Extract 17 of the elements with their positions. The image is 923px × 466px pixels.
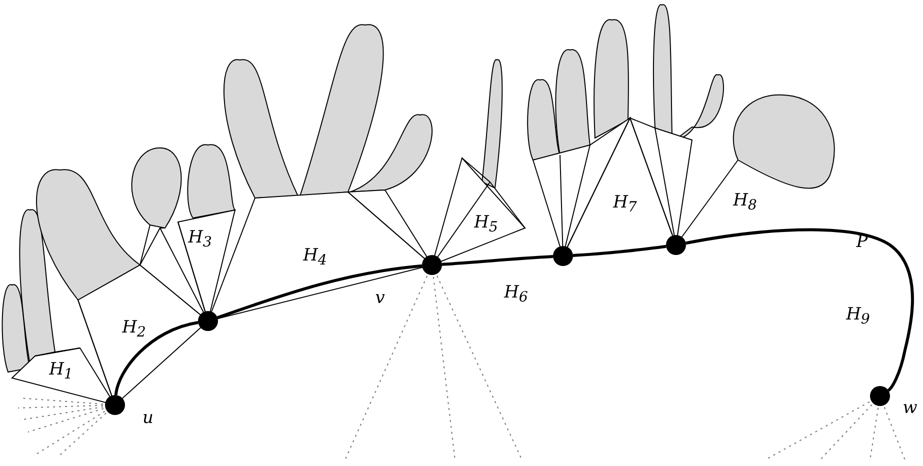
graph-label: H$_{2}$ [122, 318, 146, 342]
graph-label: H$_{8}$ [733, 191, 757, 215]
graph-label: H$_{1}$ [49, 360, 73, 384]
path-edge [114, 321, 198, 396]
graph-label: H$_{7}$ [613, 193, 637, 217]
path-edge [686, 228, 914, 392]
graph-label: H$_{4}$ [303, 246, 327, 270]
vertex-label: v [375, 289, 385, 307]
path-edge [572, 244, 666, 257]
graph-label: H$_{3}$ [188, 228, 212, 252]
graph-label: H$_{5}$ [474, 213, 498, 237]
vertex-label: w [902, 399, 918, 417]
vertex-label: u [142, 409, 154, 427]
graph-label: H$_{9}$ [846, 305, 870, 329]
path-edge [442, 254, 554, 266]
graph-label: H$_{6}$ [504, 283, 528, 307]
path-edge [216, 264, 422, 320]
